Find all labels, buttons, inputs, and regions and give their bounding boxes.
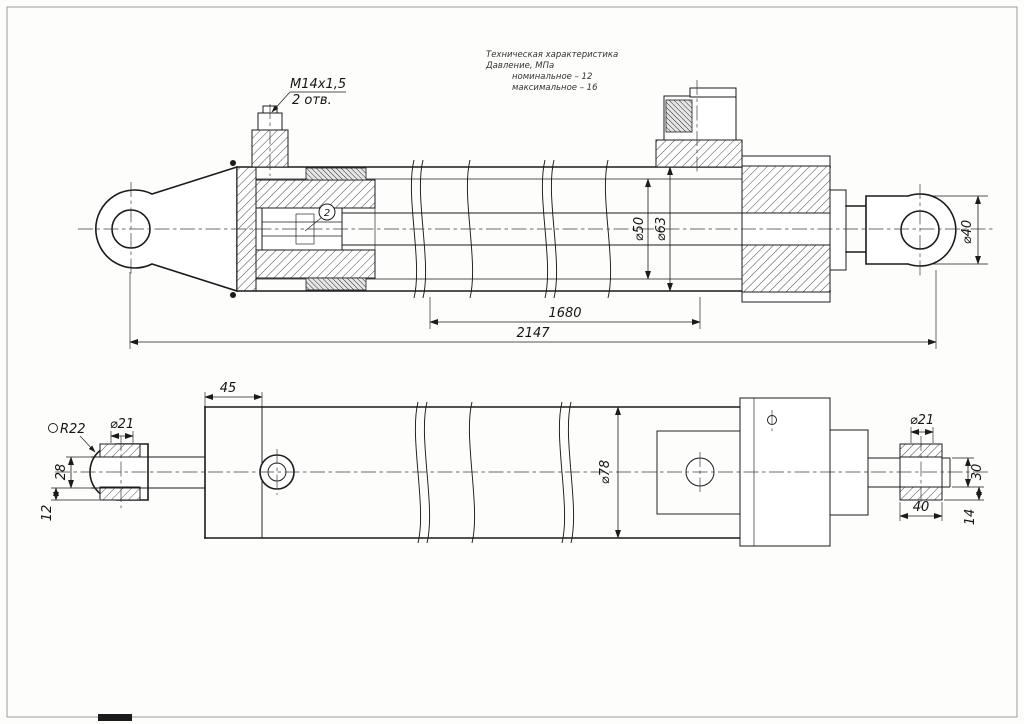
gland-retainer xyxy=(829,189,847,271)
dim-40: 40 xyxy=(899,500,943,521)
dim-28: 28 xyxy=(54,456,94,489)
tech-note-pressure: Давление, МПа xyxy=(485,61,554,71)
dim-45: 45 xyxy=(204,381,263,407)
centerlines-bottom xyxy=(55,410,990,508)
dim-12: 12 xyxy=(40,487,99,522)
dim-bore: ⌀50 xyxy=(632,178,651,280)
break-lines-bottom xyxy=(414,401,575,544)
dim-overall-length: 2147 xyxy=(129,270,937,349)
dim-label-40: 40 xyxy=(913,500,930,515)
weld-dot-top xyxy=(230,160,236,166)
dim-label-28: 28 xyxy=(54,464,69,481)
dim-rod-eye-dia: ⌀40 xyxy=(932,195,988,265)
dim-label-tube-od: ⌀63 xyxy=(654,217,669,241)
drawing-frame xyxy=(6,6,1018,721)
dim-label-12: 12 xyxy=(40,505,55,522)
dim-30: 30 xyxy=(952,457,985,488)
dim-label-rod-eye: ⌀40 xyxy=(960,220,975,244)
elbow-fitting xyxy=(665,99,693,133)
right-port-block xyxy=(655,87,743,168)
dim-label-stroke: 1680 xyxy=(548,306,581,321)
thread-label: М14х1,5 xyxy=(290,77,346,92)
outside-view: 45 R22 ⌀21 28 12 ⌀78 xyxy=(40,381,990,547)
dim-label-45: 45 xyxy=(220,381,237,396)
sphere-symbol xyxy=(48,423,58,433)
dim-label-30: 30 xyxy=(970,464,985,481)
callout-balloon xyxy=(318,203,336,221)
dim-pin-left: ⌀21 xyxy=(110,417,134,443)
tech-note-maximal: максимальное – 16 xyxy=(512,83,598,93)
dim-label-r22: R22 xyxy=(60,422,86,437)
dim-label-bore: ⌀50 xyxy=(632,217,647,241)
dim-pin-right: ⌀21 xyxy=(910,413,934,443)
callout-2-label: 2 xyxy=(324,208,330,219)
dim-label-pin-right: ⌀21 xyxy=(910,413,934,428)
tech-note-nominal: номинальное – 12 xyxy=(512,72,592,82)
dim-label-pin-left: ⌀21 xyxy=(110,417,134,432)
dim-label-body-od: ⌀78 xyxy=(598,460,613,484)
dim-stroke-length: 1680 xyxy=(429,297,701,329)
dim-label-14: 14 xyxy=(963,509,978,526)
dim-tube-od: ⌀63 xyxy=(654,166,673,292)
weld-dot-bottom xyxy=(230,292,236,298)
callout-2: 2 xyxy=(304,203,336,232)
head-step xyxy=(829,429,869,516)
section-view: 2 М14х1,5 2 отв. ⌀50 ⌀63 ⌀40 1680 xyxy=(78,77,995,349)
tech-note-title: Техническая характеристика xyxy=(486,50,618,60)
frame-mark xyxy=(98,714,132,721)
dim-14: 14 xyxy=(944,486,984,526)
dim-body-od: ⌀78 xyxy=(598,406,621,539)
dim-r22: R22 xyxy=(48,422,96,453)
seal-pack-bottom xyxy=(305,277,367,291)
front-gland-section xyxy=(741,155,847,303)
tech-note: Техническая характеристика Давление, МПа… xyxy=(485,50,618,93)
seal-pack-top xyxy=(305,167,367,181)
thread-holes-label: 2 отв. xyxy=(292,93,332,108)
centerlines-top xyxy=(78,80,995,277)
thread-callout: М14х1,5 2 отв. xyxy=(271,77,346,113)
dim-label-overall: 2147 xyxy=(516,326,550,341)
